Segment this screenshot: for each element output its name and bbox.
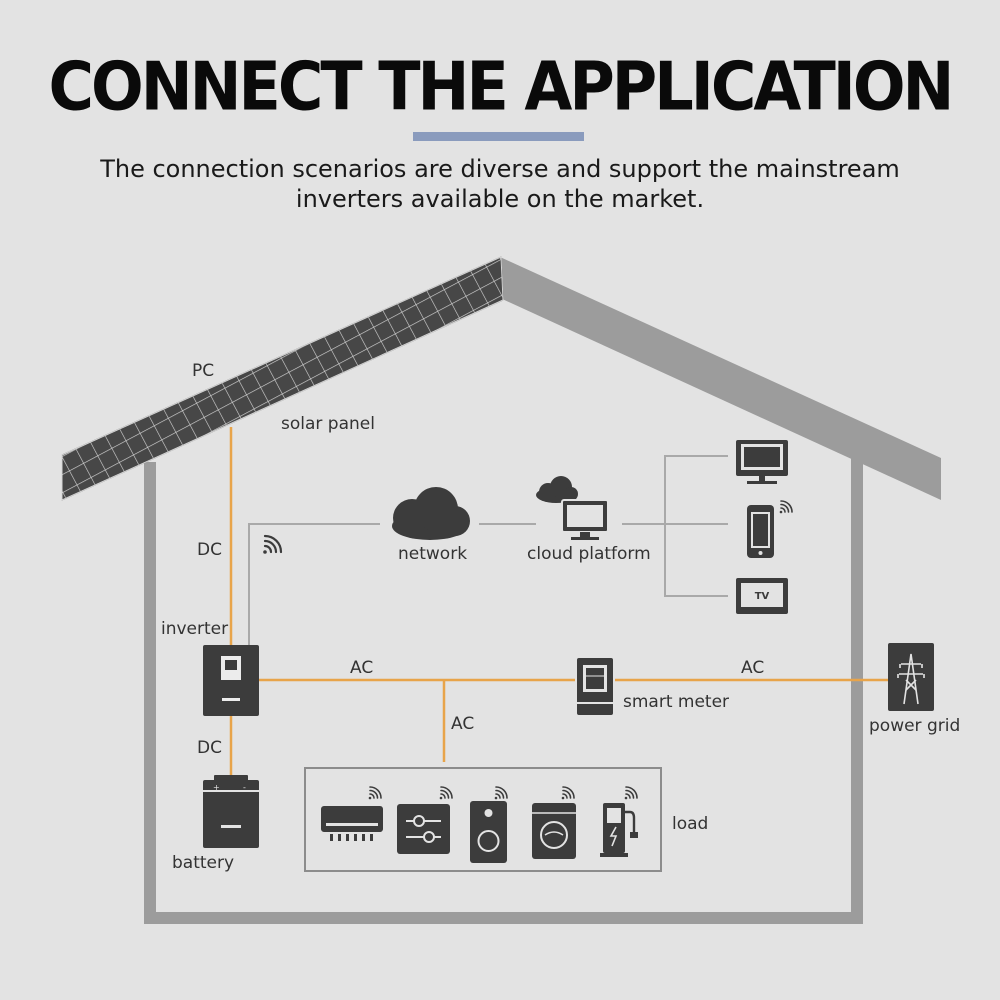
load-wifi-icons (368, 786, 638, 800)
pc-label: PC (192, 361, 215, 381)
data-line-inverter-network (248, 523, 380, 645)
washing-machine-icon (532, 803, 576, 859)
data-wiring (248, 455, 728, 645)
cloud-icon (392, 487, 470, 540)
title-underline (413, 132, 584, 141)
wifi-icon (494, 786, 508, 800)
wifi-icon (439, 786, 453, 800)
phone-icon (747, 500, 793, 558)
audio-mixer-icon (397, 804, 450, 854)
ac-label-left: AC (350, 658, 374, 678)
ac-label-middle: AC (451, 714, 475, 734)
battery-label: battery (172, 853, 235, 873)
inverter-icon (203, 645, 259, 716)
cloud-monitor-icon (536, 476, 609, 540)
power-wiring (229, 427, 888, 775)
smart-meter-label: smart meter (623, 692, 730, 712)
power-grid-label: power grid (869, 716, 961, 736)
roof-right (500, 257, 941, 500)
inverter-label: inverter (161, 619, 229, 639)
power-tower-icon (888, 643, 934, 711)
ac-label-right: AC (741, 658, 765, 678)
load-container (304, 767, 662, 872)
data-line-device-branch (664, 455, 728, 597)
tv-icon: TV (736, 578, 788, 614)
wifi-icon (368, 786, 382, 800)
network-label: network (398, 544, 468, 564)
svg-text:-: - (243, 783, 246, 792)
wifi-icon (624, 786, 638, 800)
smart-meter-icon (577, 658, 613, 715)
dc-label-top: DC (197, 540, 222, 560)
load-label: load (672, 814, 709, 834)
desktop-monitor-icon (736, 440, 788, 484)
cloud-platform-label: cloud platform (527, 544, 651, 564)
page-subtitle: The connection scenarios are diverse and… (60, 154, 940, 214)
subtitle-line-2: inverters available on the market. (295, 185, 705, 213)
subtitle-line-1: The connection scenarios are diverse and… (100, 155, 900, 183)
wifi-icon (561, 786, 575, 800)
page-title: CONNECT THE APPLICATION (48, 47, 955, 126)
solar-panel-label: solar panel (281, 414, 375, 434)
solar-panel-icon (61, 256, 504, 501)
speaker-icon (470, 801, 507, 863)
wifi-icon (779, 500, 793, 514)
wifi-icon (263, 534, 283, 554)
ev-charger-icon (600, 803, 638, 857)
dc-label-bottom: DC (197, 738, 222, 758)
battery-icon: + - (203, 775, 259, 848)
air-conditioner-icon (321, 806, 383, 841)
tv-label: TV (755, 591, 770, 602)
svg-text:+: + (213, 783, 220, 792)
house-walls (144, 455, 863, 924)
